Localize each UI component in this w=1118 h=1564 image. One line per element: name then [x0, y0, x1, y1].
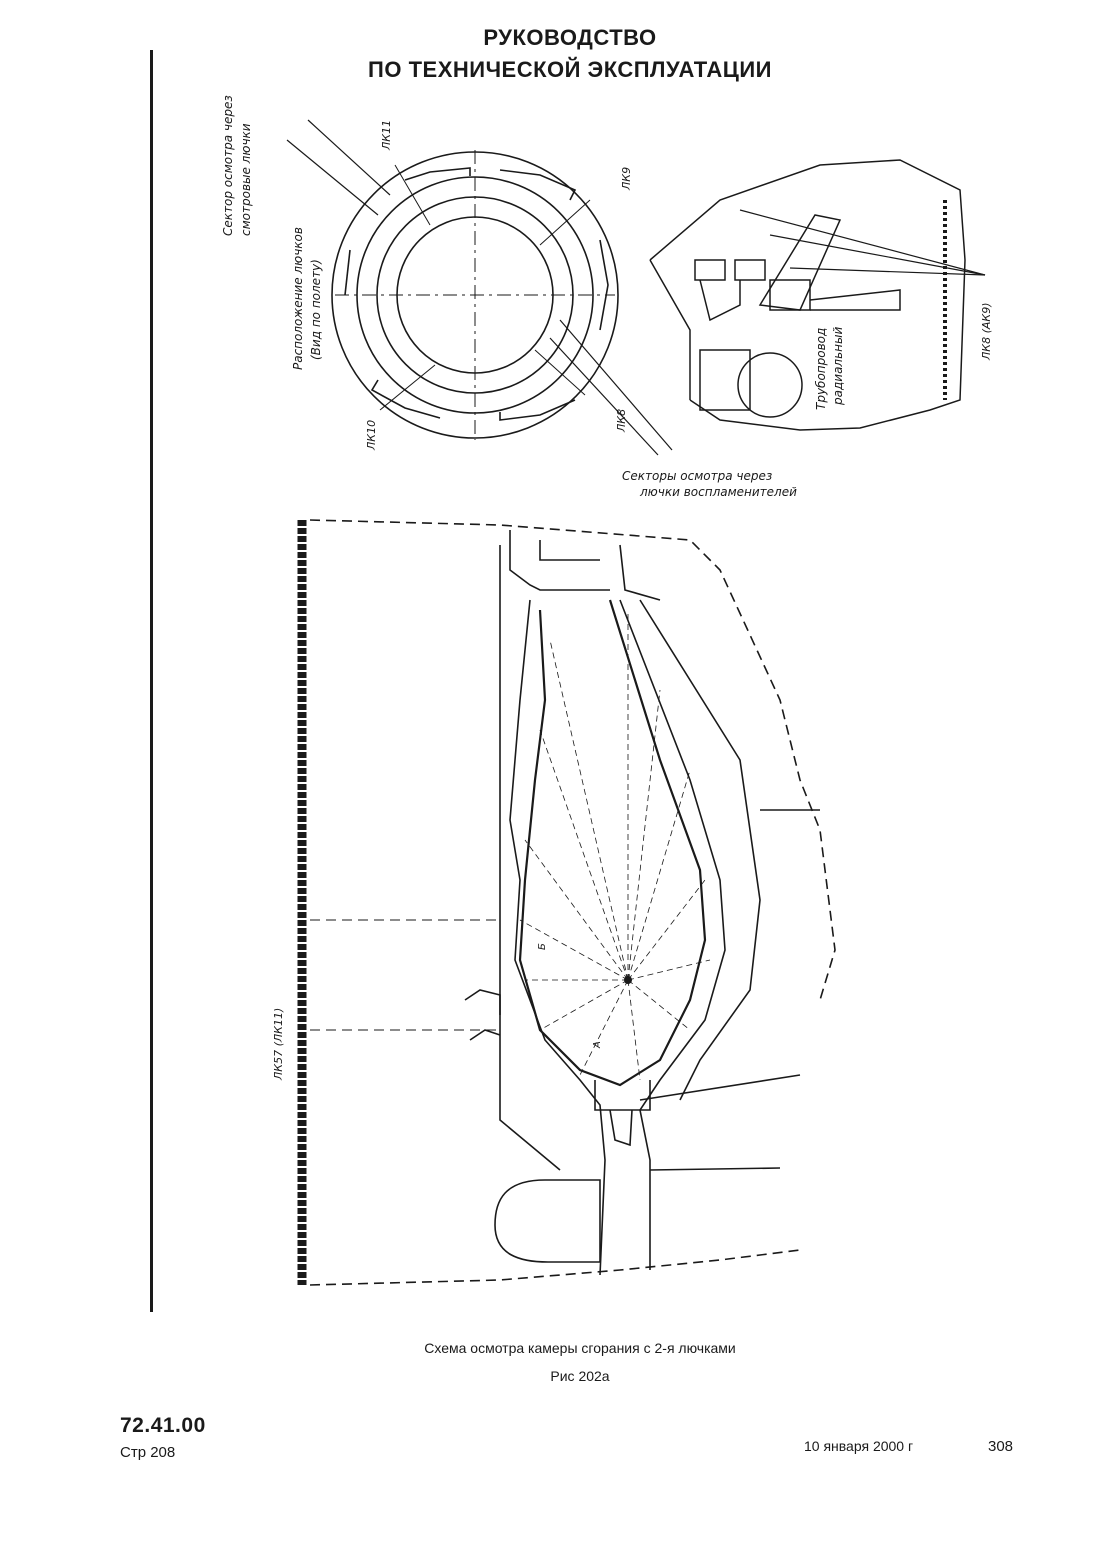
document-code: 72.41.00 — [120, 1414, 206, 1437]
view-sector-rays — [519, 610, 711, 1081]
figure-caption: Схема осмотра камеры сгорания с 2-я лючк… — [424, 1340, 736, 1356]
label-lk9: ЛК9 — [620, 167, 633, 191]
header-title-line2: ПО ТЕХНИЧЕСКОЙ ЭКСПЛУАТАЦИИ — [368, 57, 772, 82]
label-sectors-igniters: Секторы осмотра через — [622, 469, 772, 483]
label-pipeline-2: радиальный — [831, 327, 845, 406]
label-sectors-igniters-2: лючки воспламенителей — [639, 485, 797, 499]
label-lk10: ЛК10 — [365, 420, 378, 451]
label-lk57: ЛК57 (ЛК11) — [272, 1008, 285, 1081]
left-margin-rule — [150, 50, 153, 1312]
page-label: Стр 208 — [120, 1444, 176, 1461]
figure-number: Рис 202а — [550, 1368, 610, 1384]
label-sector-view-hatches-2: смотровые лючки — [239, 123, 253, 236]
label-sector-view-hatches: Сектор осмотра через — [221, 95, 235, 236]
revision-date: 10 января 2000 г — [804, 1438, 914, 1454]
label-mark-b: Б — [537, 943, 548, 950]
label-lk8-ak9: ЛК8 (АК9) — [980, 303, 993, 362]
label-mark-a: А — [592, 1041, 603, 1049]
document-header: РУКОВОДСТВО ПО ТЕХНИЧЕСКОЙ ЭКСПЛУАТАЦИИ — [330, 22, 810, 86]
label-lk8: ЛК8 — [615, 409, 628, 433]
hatch-layout-circle-view — [286, 119, 673, 456]
label-lk11: ЛК11 — [380, 120, 393, 151]
label-hatch-layout-2: (Вид по полету) — [309, 259, 323, 360]
combustion-chamber-diagram: Сектор осмотра через смотровые лючки Рас… — [221, 95, 993, 1286]
radial-pipeline-detail — [649, 159, 986, 431]
label-hatch-layout: Расположение лючков — [291, 227, 305, 370]
combustion-chamber-section — [297, 519, 836, 1286]
header-title-line1: РУКОВОДСТВО — [483, 25, 657, 50]
label-pipeline: Трубопровод — [814, 328, 828, 410]
view-center-point — [624, 976, 632, 984]
page-number: 308 — [988, 1438, 1014, 1455]
